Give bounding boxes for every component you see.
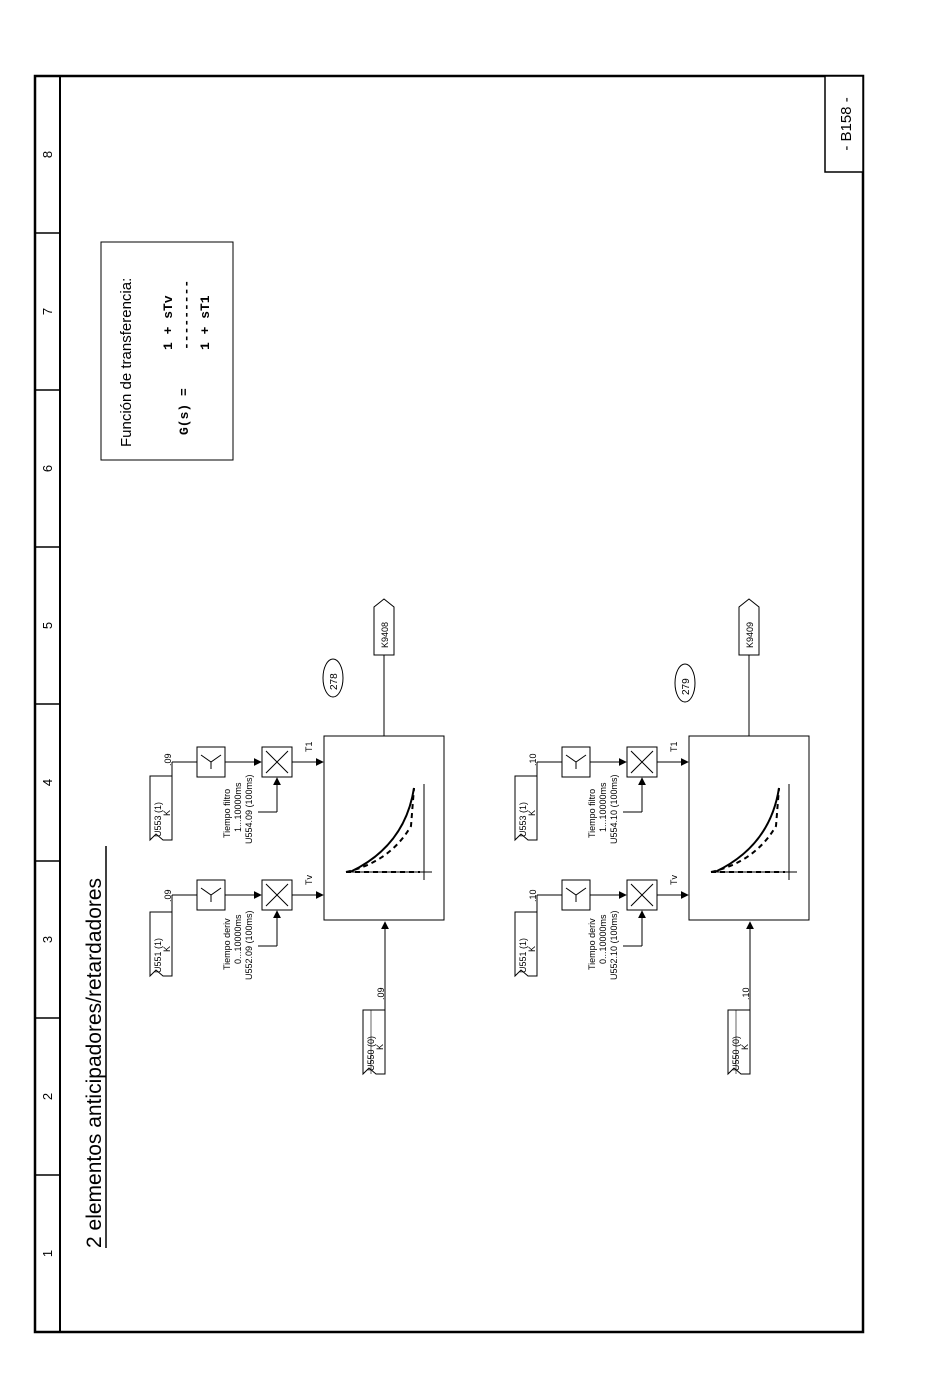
input-k: K — [375, 1044, 385, 1050]
transfer-function-box: Función de transferencia: G(s) = 1 + sTv… — [100, 241, 234, 461]
column-label: 7 — [40, 308, 55, 315]
filter-connector-u553: U553 (1) K — [149, 775, 173, 842]
page-number-box — [824, 75, 864, 173]
deriv-label: Tiempo deriv — [222, 918, 232, 970]
filter-time-param: U554.09 (100ms) — [244, 774, 254, 844]
filter-range: 1...10000ms — [598, 782, 608, 832]
input-index: .10 — [741, 987, 751, 1000]
tv-label: Tv — [669, 875, 679, 885]
deriv-param: U551 (1) — [153, 938, 163, 973]
transfer-function-lhs: G(s) = — [177, 388, 192, 435]
deriv-index: .09 — [163, 889, 173, 902]
transfer-function-denominator: 1 + sT1 — [198, 295, 213, 350]
block-number-badge — [322, 658, 344, 698]
filter-k: K — [527, 810, 537, 816]
deriv-index: .10 — [528, 889, 538, 902]
lead-lag-block-2: U550 (0) K .10 U551 (1) K .10 Tv Tiempo … — [514, 598, 810, 1076]
output-connector: K9409 — [738, 598, 760, 656]
filter-index: .09 — [163, 753, 173, 766]
deriv-param: U551 (1) — [518, 938, 528, 973]
deriv-label: Tiempo deriv — [587, 918, 597, 970]
filter-range: 1...10000ms — [233, 782, 243, 832]
deriv-abs-block — [196, 879, 226, 911]
deriv-k: K — [527, 946, 537, 952]
column-labels: 1 2 3 4 5 6 7 8 — [40, 151, 55, 1257]
output-connector: K9408 — [373, 598, 395, 656]
column-label: 5 — [40, 622, 55, 629]
input-param: U550 (0) — [731, 1036, 741, 1071]
filter-param: U553 (1) — [518, 802, 528, 837]
lead-lag-element — [323, 735, 445, 921]
filter-param: U553 (1) — [153, 802, 163, 837]
deriv-k: K — [162, 946, 172, 952]
deriv-time-param: U552.09 (100ms) — [244, 910, 254, 980]
column-label: 3 — [40, 936, 55, 943]
filter-index: .10 — [528, 753, 538, 766]
sheet-title: 2 elementos anticipadores/retardadores — [83, 878, 106, 1248]
filter-connector-u553: U553 (1) K — [514, 775, 538, 842]
block-number: 279 — [681, 678, 692, 695]
input-connector-u550: U550 (0) K — [727, 1009, 751, 1076]
filter-k: K — [162, 810, 172, 816]
column-label: 2 — [40, 1093, 55, 1100]
transfer-function-heading: Función de transferencia: — [118, 278, 135, 447]
block-number: 278 — [329, 673, 340, 690]
column-label: 1 — [40, 1250, 55, 1257]
column-label: 4 — [40, 779, 55, 786]
column-label: 8 — [40, 151, 55, 158]
t1-label: T1 — [304, 741, 314, 752]
input-k: K — [740, 1044, 750, 1050]
output-label: K9409 — [745, 622, 755, 648]
page-number: - B158 - — [838, 97, 855, 150]
step-response-plot — [345, 784, 432, 880]
t1-label: T1 — [669, 741, 679, 752]
transfer-function-numerator: 1 + sTv — [161, 295, 176, 350]
block-number-badge — [674, 663, 696, 703]
column-separators — [35, 232, 60, 1176]
deriv-range: 0...10000ms — [233, 914, 243, 964]
filter-label: Tiempo filtro — [587, 789, 597, 838]
output-label: K9408 — [380, 622, 390, 648]
input-index: .09 — [376, 987, 386, 1000]
deriv-connector-u551: U551 (1) K — [149, 911, 173, 978]
deriv-range: 0...10000ms — [598, 914, 608, 964]
filter-time-param: U554.10 (100ms) — [609, 774, 619, 844]
deriv-time-param: U552.10 (100ms) — [609, 910, 619, 980]
step-response-plot — [710, 784, 797, 880]
lead-lag-element — [688, 735, 810, 921]
input-connector-u550: U550 (0) K — [362, 1009, 386, 1076]
lead-lag-block-1: U550 (0) K .09 U551 (1) K .09 Tv Tiempo … — [149, 598, 445, 1076]
tv-label: Tv — [304, 875, 314, 885]
input-param: U550 (0) — [366, 1036, 376, 1071]
transfer-function-fraction-bar: --------- — [179, 280, 194, 350]
deriv-connector-u551: U551 (1) K — [514, 911, 538, 978]
column-label: 6 — [40, 465, 55, 472]
filter-label: Tiempo filtro — [222, 789, 232, 838]
